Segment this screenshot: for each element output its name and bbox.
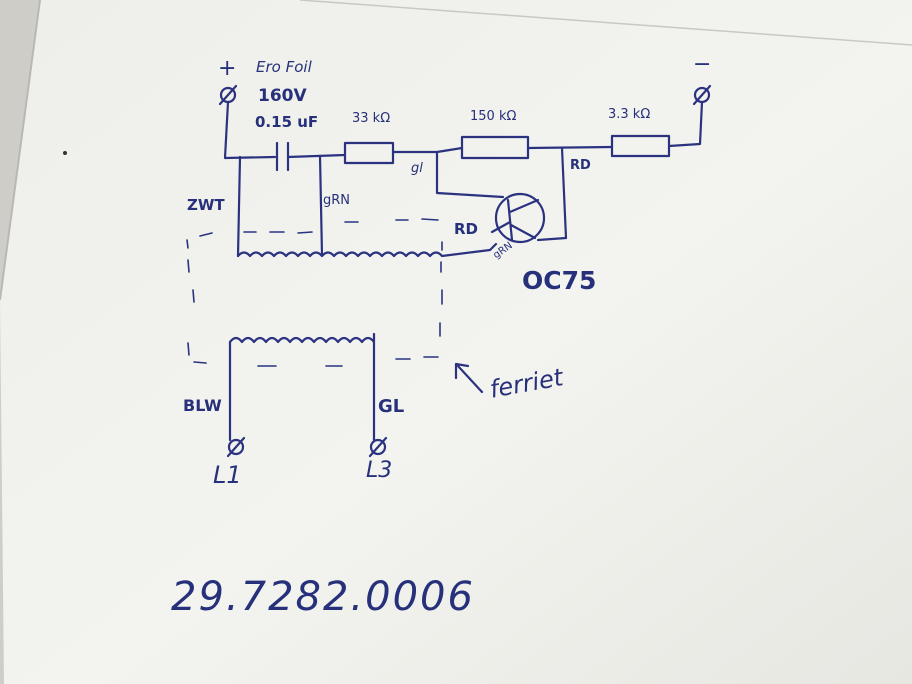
transistor-oc75-symbol bbox=[490, 192, 546, 244]
wire-r3-to-minus bbox=[667, 100, 704, 148]
wire-r2-to-r3 bbox=[526, 145, 614, 150]
wire-gl-base bbox=[435, 150, 505, 199]
wire-rd-mid-label: RD bbox=[454, 220, 479, 238]
wire-grn-label: gRN bbox=[323, 193, 351, 208]
capacitor-brand-label: Ero Foil bbox=[256, 58, 312, 76]
terminal-l1-symbol bbox=[226, 436, 246, 458]
upper-coil bbox=[236, 242, 498, 258]
part-number-label: 29.7282.0006 bbox=[171, 574, 475, 620]
wire-cap-to-r1 bbox=[286, 153, 347, 159]
wire-rd-collector bbox=[536, 146, 568, 242]
capacitor-value-label: 0.15 uF bbox=[255, 113, 319, 131]
capacitor-voltage-label: 160V bbox=[258, 86, 307, 106]
terminal-l3-symbol bbox=[368, 436, 388, 458]
wire-gl-label: gl bbox=[411, 161, 423, 176]
wire-zwt bbox=[236, 155, 242, 258]
resistor-33k-label: 33 kΩ bbox=[352, 111, 391, 126]
wire-gl-lower-label: GL bbox=[378, 396, 405, 417]
sheet-edge bbox=[0, 0, 41, 301]
fold-line bbox=[299, 0, 912, 46]
plus-terminal-label: + bbox=[218, 56, 237, 81]
ferriet-arrow bbox=[454, 362, 484, 394]
ink-dot bbox=[63, 151, 67, 155]
wire-rd-top-label: RD bbox=[570, 158, 591, 173]
lower-coil bbox=[228, 332, 376, 442]
wire-grn bbox=[318, 154, 324, 257]
ferrite-core-outline bbox=[186, 218, 443, 367]
minus-terminal-label: − bbox=[693, 52, 712, 77]
wire-blw-label: BLW bbox=[183, 396, 222, 415]
resistor-150k-label: 150 kΩ bbox=[470, 109, 517, 124]
resistor-3k3-label: 3.3 kΩ bbox=[608, 107, 651, 122]
wire-plus-down bbox=[223, 100, 277, 160]
terminal-l3-label: L3 bbox=[366, 458, 393, 483]
transistor-label: OC75 bbox=[522, 266, 597, 295]
wire-zwt-label: ZWT bbox=[187, 196, 225, 214]
terminal-l1-label: L1 bbox=[213, 461, 242, 489]
